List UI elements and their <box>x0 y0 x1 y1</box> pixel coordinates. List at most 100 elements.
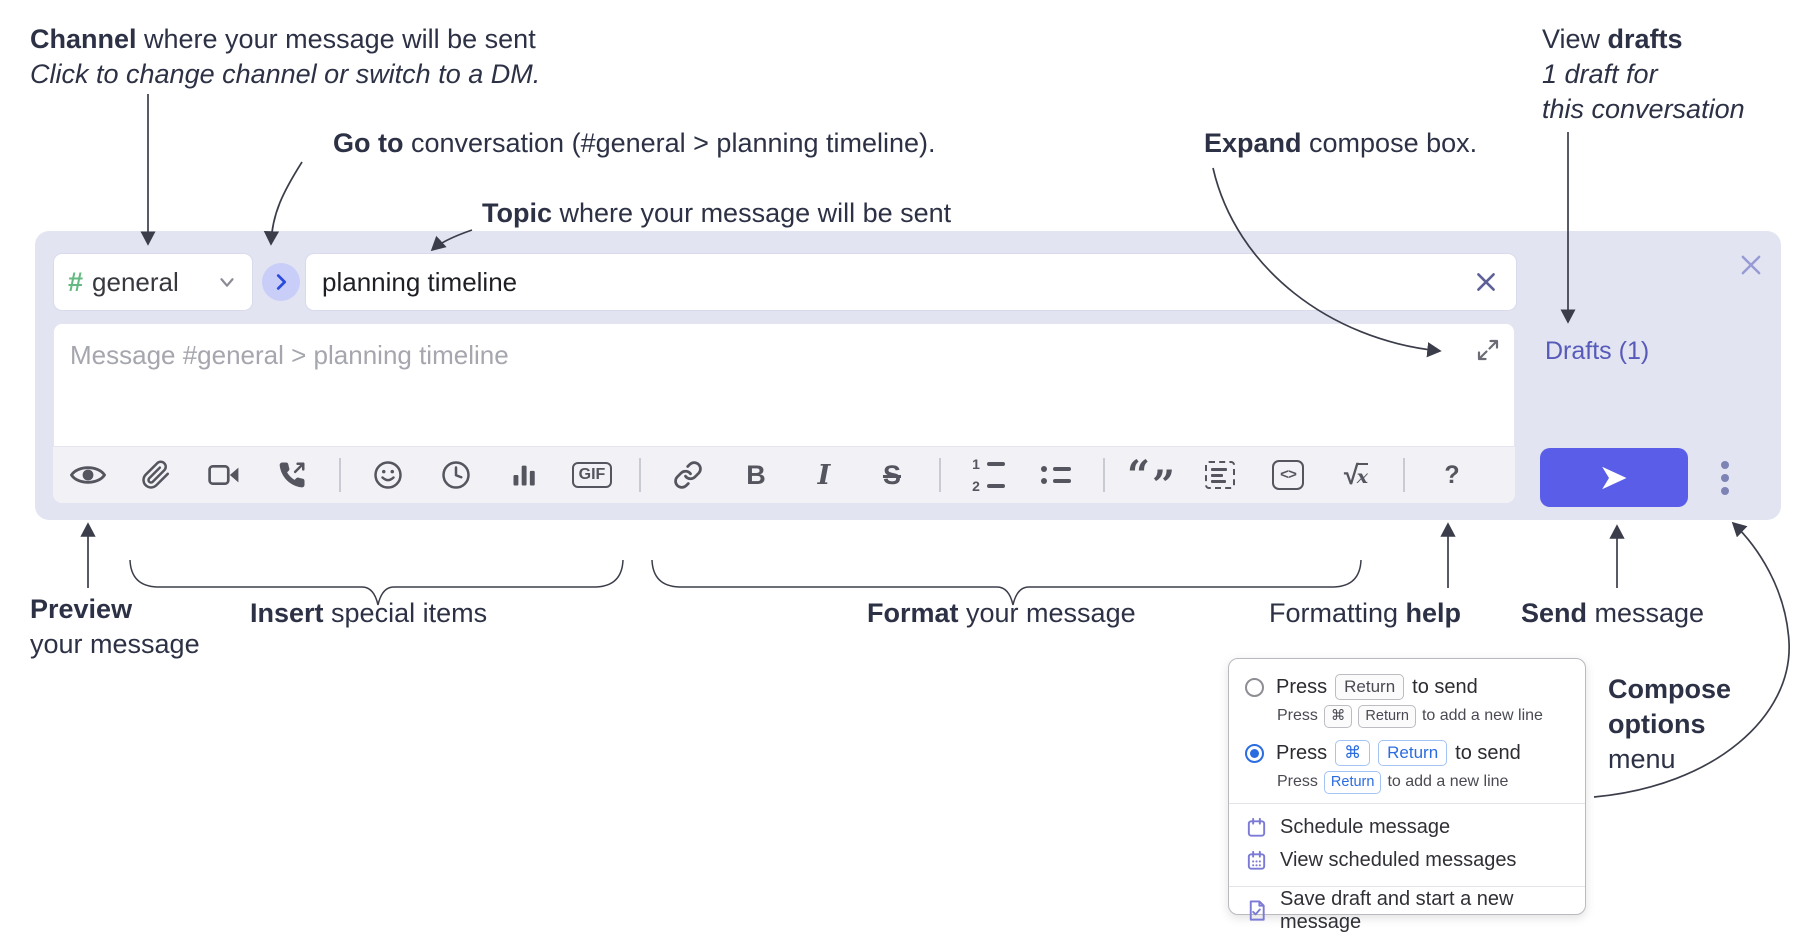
key-cmd: ⌘ <box>1323 704 1353 728</box>
goto-note-rest: conversation (#general > planning timeli… <box>403 128 936 158</box>
compose-options-note: Compose options menu <box>1608 672 1773 777</box>
italic-icon[interactable]: I <box>817 459 831 491</box>
goto-note-bold: Go to <box>333 128 404 158</box>
opt2-press: Press <box>1276 741 1328 764</box>
calendar-icon <box>1247 817 1266 837</box>
popup-separator <box>1229 803 1585 804</box>
expand-compose-icon[interactable] <box>1476 338 1500 367</box>
channel-picker[interactable]: # general <box>53 253 253 311</box>
close-compose-icon[interactable] <box>1737 251 1765 284</box>
topic-note-bold: Topic <box>482 198 552 228</box>
help-note-bold: help <box>1405 598 1462 628</box>
help-note: Formatting help <box>1269 596 1461 631</box>
opt2-after: to send <box>1455 741 1521 764</box>
topic-note: Topic where your message will be sent <box>482 196 951 231</box>
enter-sends-subtext: Press ⌘ Return to add a new line <box>1229 702 1585 728</box>
spoiler-icon[interactable] <box>1199 452 1241 498</box>
opt2-sub-after: to add a new line <box>1387 773 1509 790</box>
view-drafts-prefix: View <box>1542 24 1608 54</box>
strikethrough-icon[interactable]: S <box>882 459 901 490</box>
drafts-link[interactable]: Drafts (1) <box>1545 337 1650 365</box>
topic-note-rest: where your message will be sent <box>552 198 952 228</box>
channel-hash-icon: # <box>68 266 84 297</box>
bulleted-list-icon[interactable] <box>1035 452 1077 498</box>
sqrt-x: x <box>1356 462 1369 488</box>
channel-note-sub: Click to change channel or switch to a D… <box>30 59 541 89</box>
cmd-enter-sends-subtext: Press Return to add a new line <box>1229 768 1585 794</box>
key-return-blue: Return <box>1378 740 1448 766</box>
enter-sends-option[interactable]: Press Return to send <box>1229 672 1585 702</box>
video-call-icon[interactable] <box>203 452 245 498</box>
key-return-blue: Return <box>1323 770 1382 794</box>
quote-icon[interactable]: “” <box>1127 452 1175 509</box>
goto-note: Go to conversation (#general > planning … <box>333 126 936 161</box>
opt1-after: to send <box>1412 675 1478 698</box>
message-input[interactable] <box>54 324 1514 446</box>
toolbar-divider <box>1403 458 1405 492</box>
save-draft-label: Save draft and start a new message <box>1280 887 1514 933</box>
opt1-sub-press: Press <box>1277 707 1318 724</box>
send-button[interactable] <box>1540 448 1688 507</box>
topic-field-wrap <box>305 253 1517 311</box>
calendar-grid-icon <box>1247 850 1266 870</box>
compose-box: # general <box>35 231 1781 520</box>
radio-selected-icon[interactable] <box>1245 743 1264 763</box>
toolbar-divider <box>939 458 941 492</box>
emoji-icon[interactable] <box>367 452 409 498</box>
code-label: <> <box>1272 460 1304 490</box>
bold-icon[interactable]: B <box>746 459 766 490</box>
gif-icon[interactable]: GIF <box>571 452 613 498</box>
view-drafts-line2: 1 draft for <box>1542 59 1658 89</box>
opt1-press: Press <box>1276 675 1328 698</box>
global-time-icon[interactable] <box>435 452 477 498</box>
preview-note-bold: Preview <box>30 594 133 624</box>
sqrt-glyph: √ <box>1343 459 1359 490</box>
attach-paperclip-icon[interactable] <box>135 452 177 498</box>
preview-eye-icon[interactable] <box>67 452 109 498</box>
go-to-conversation-button[interactable] <box>262 263 300 301</box>
help-note-prefix: Formatting <box>1269 598 1406 628</box>
compose-options-dots-icon[interactable] <box>1707 455 1743 501</box>
gif-label: GIF <box>571 462 613 488</box>
formatting-help-icon[interactable]: ? <box>1444 460 1460 489</box>
send-note-bold: Send <box>1521 598 1588 628</box>
key-cmd-blue: ⌘ <box>1335 740 1371 766</box>
expand-note-bold: Expand <box>1204 128 1302 158</box>
expand-note: Expand compose box. <box>1204 126 1477 161</box>
cmd-enter-sends-option[interactable]: Press ⌘ Return to send <box>1229 738 1585 768</box>
ol-1: 1 <box>972 456 980 472</box>
compose-top-row: # general <box>53 253 1517 311</box>
message-area <box>53 323 1515 447</box>
chevron-down-icon <box>220 278 234 287</box>
math-icon[interactable]: √x <box>1335 452 1377 498</box>
key-return: Return <box>1335 674 1405 700</box>
numbered-list-icon[interactable]: 1 2 <box>967 452 1009 498</box>
save-draft-item[interactable]: Save draft and start a new message <box>1229 888 1585 933</box>
link-icon[interactable] <box>667 452 709 498</box>
draft-check-icon <box>1249 900 1265 921</box>
schedule-message-item[interactable]: Schedule message <box>1229 811 1585 844</box>
preview-note: Preview your message <box>30 592 200 662</box>
compose-options-note-bold: Compose options <box>1608 674 1732 739</box>
key-return: Return <box>1358 704 1416 728</box>
poll-chart-icon[interactable] <box>503 452 545 498</box>
opt1-sub-after: to add a new line <box>1421 707 1543 724</box>
channel-name: general <box>92 266 179 297</box>
schedule-message-label: Schedule message <box>1280 816 1451 838</box>
opt2-sub-press: Press <box>1277 773 1318 790</box>
code-icon[interactable]: <> <box>1267 452 1309 498</box>
insert-note-rest: special items <box>323 598 488 628</box>
expand-note-rest: compose box. <box>1301 128 1478 158</box>
topic-input[interactable] <box>305 253 1517 311</box>
radio-unselected-icon[interactable] <box>1245 677 1264 697</box>
ol-2: 2 <box>972 478 980 494</box>
insert-note: Insert special items <box>250 596 487 631</box>
channel-note-bold: Channel <box>30 24 137 54</box>
view-scheduled-messages-item[interactable]: View scheduled messages <box>1229 844 1585 877</box>
voice-call-icon[interactable] <box>271 452 313 498</box>
topic-clear-icon[interactable] <box>1473 269 1499 300</box>
toolbar-divider <box>639 458 641 492</box>
chevron-right-icon <box>276 274 287 290</box>
popup-separator <box>1229 886 1585 887</box>
